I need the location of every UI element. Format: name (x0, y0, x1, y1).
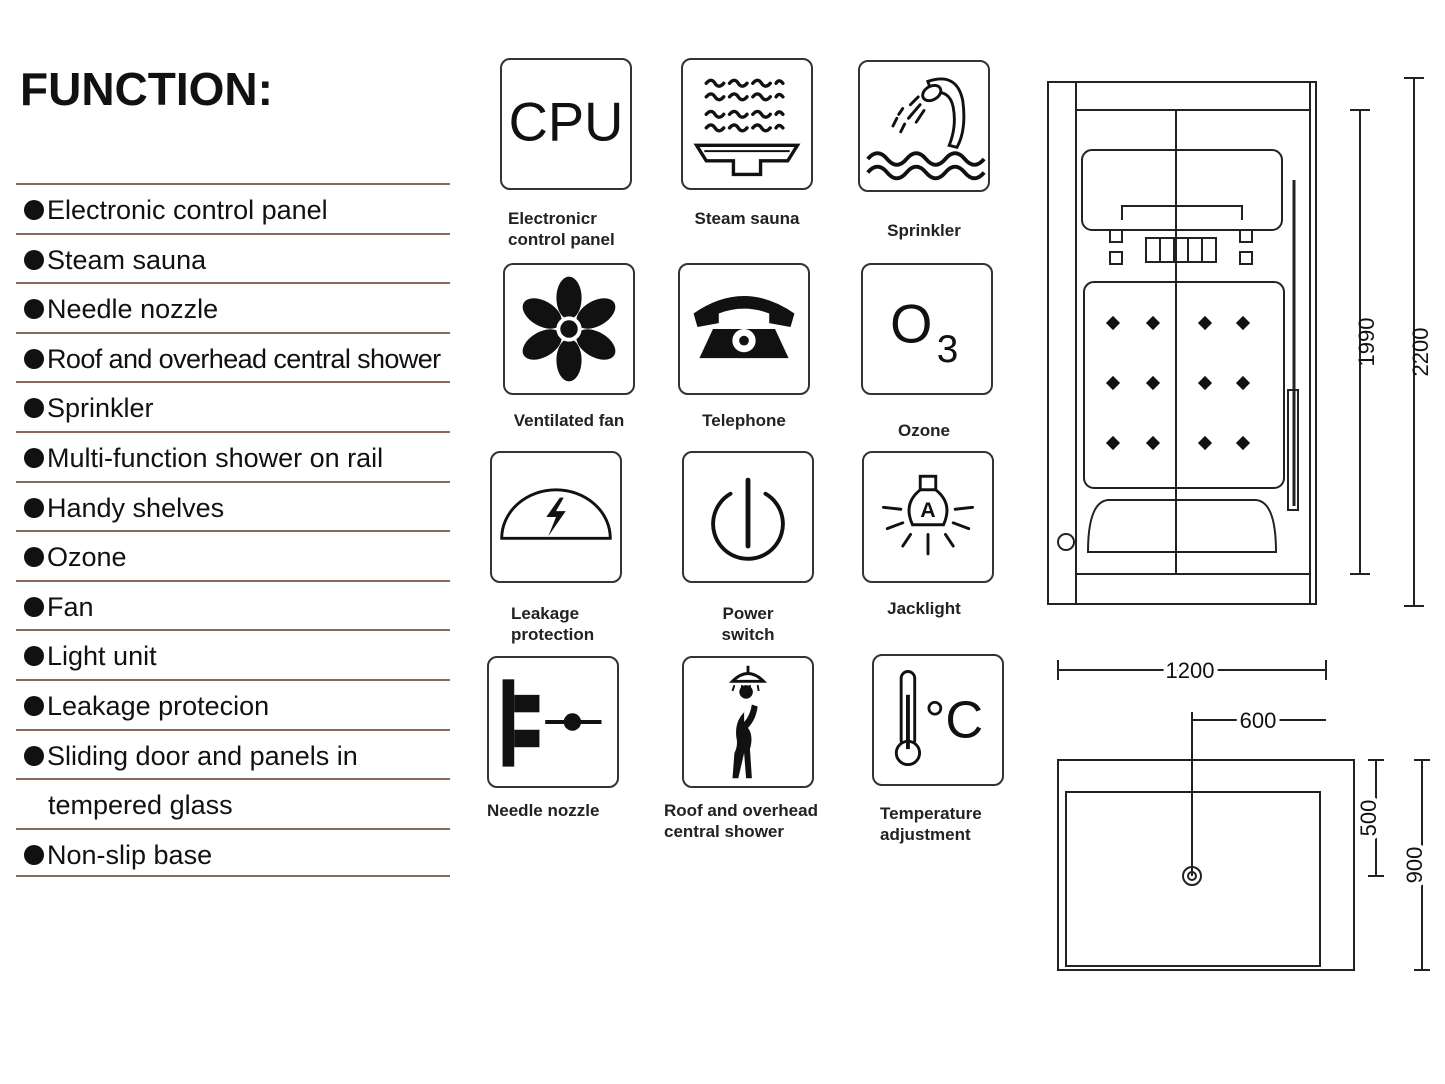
function-label: Leakage protecion (47, 690, 270, 721)
bullet-icon (24, 745, 44, 766)
cpu-caption: Electronicr control panel (508, 209, 615, 249)
ozone-subscript: 3 (937, 328, 959, 371)
jacklight-caption: Jacklight (887, 599, 961, 618)
ozone-glyph: O (890, 294, 932, 355)
function-label: Handy shelves (47, 492, 225, 523)
dim-width-total: 1200 (1166, 658, 1215, 683)
function-label: Multi-function shower on rail (47, 442, 384, 473)
bullet-icon (24, 348, 44, 369)
function-label: Steam sauna (47, 244, 207, 275)
needle-caption: Needle nozzle (487, 801, 600, 820)
list-item: Needle nozzle (16, 282, 450, 332)
list-item: Sliding door and panels in (16, 728, 450, 779)
leakage-icon (490, 451, 622, 583)
bullet-icon (24, 844, 44, 865)
function-label: tempered glass (48, 790, 233, 821)
telephone-caption: Telephone (702, 411, 786, 430)
list-item: Roof and overhead central shower (16, 331, 450, 382)
ozone-caption: Ozone (898, 421, 950, 440)
steam-icon (681, 58, 813, 190)
telephone-icon (678, 263, 810, 395)
function-label: Ozone (47, 542, 127, 573)
bullet-icon (24, 249, 44, 270)
bullet-icon (24, 695, 44, 716)
shower-person-icon (682, 656, 814, 788)
power-caption: Power switch (721, 604, 775, 644)
bulb-icon: A (862, 451, 994, 583)
cabin-outline (1047, 81, 1317, 605)
list-item: Multi-function shower on rail (16, 430, 450, 481)
list-item: tempered glass (16, 778, 450, 828)
bullet-icon (24, 398, 44, 419)
list-item: Non-slip base (16, 827, 450, 878)
bullet-icon (24, 547, 44, 568)
list-item: Electronic control panel (16, 183, 450, 233)
bullet-icon (24, 200, 44, 220)
ozone-icon: O 3 (861, 263, 993, 395)
temp-caption: Temperature adjustment (880, 804, 982, 844)
function-label: Fan (47, 591, 94, 622)
fan-icon (503, 263, 635, 395)
top-panel (1081, 149, 1283, 231)
cpu-glyph: CPU (509, 91, 624, 152)
list-item: Fan (16, 579, 450, 630)
function-label: Roof and overhead central shower (47, 343, 441, 374)
control-display (1145, 237, 1217, 263)
list-item: Steam sauna (16, 232, 450, 283)
bullet-icon (24, 447, 44, 468)
function-label: Sliding door and panels in (47, 740, 358, 771)
list-item: Leakage protecion (16, 678, 450, 729)
function-label: Light unit (47, 641, 157, 672)
sprinkler-icon (858, 60, 990, 192)
function-list: Electronic control panel Steam sauna Nee… (16, 183, 450, 878)
power-icon (682, 451, 814, 583)
list-item: Ozone (16, 530, 450, 580)
cpu-icon: CPU (500, 58, 632, 190)
celsius-glyph: °C (924, 691, 983, 749)
dim-height-inner: 1990 (1354, 318, 1379, 367)
bulb-glyph: A (920, 498, 935, 522)
seat (1086, 499, 1278, 553)
dim-depth-total: 900 (1402, 847, 1427, 884)
dim-depth-half: 500 (1356, 800, 1381, 837)
roof-caption: Roof and overhead central shower (664, 801, 818, 841)
jet-panel (1083, 281, 1285, 489)
bullet-icon (24, 646, 44, 667)
function-label: Non-slip base (47, 839, 213, 870)
list-item: Light unit (16, 629, 450, 679)
list-item: Sprinkler (16, 381, 450, 431)
bullet-icon (24, 497, 44, 518)
base-tray (1057, 759, 1355, 971)
nozzle-icon (487, 656, 619, 788)
steam-caption: Steam sauna (694, 209, 800, 228)
leakage-caption: Leakage protection (511, 604, 595, 644)
function-label: Needle nozzle (47, 294, 219, 325)
page-title: FUNCTION: (20, 63, 273, 115)
dim-width-half: 600 (1240, 708, 1277, 733)
bullet-icon (24, 299, 44, 320)
sprinkler-caption: Sprinkler (887, 221, 961, 240)
dim-height-total: 2200 (1408, 328, 1433, 377)
thermometer-icon: °C (872, 654, 1004, 786)
bullet-icon (24, 596, 44, 617)
list-item: Handy shelves (16, 480, 450, 531)
function-label: Sprinkler (47, 393, 154, 424)
dimension-drawing: 1990 2200 1200 600 500 900 (1047, 77, 1433, 971)
function-label: Electronic control panel (47, 195, 328, 225)
fan-caption: Ventilated fan (513, 411, 625, 430)
